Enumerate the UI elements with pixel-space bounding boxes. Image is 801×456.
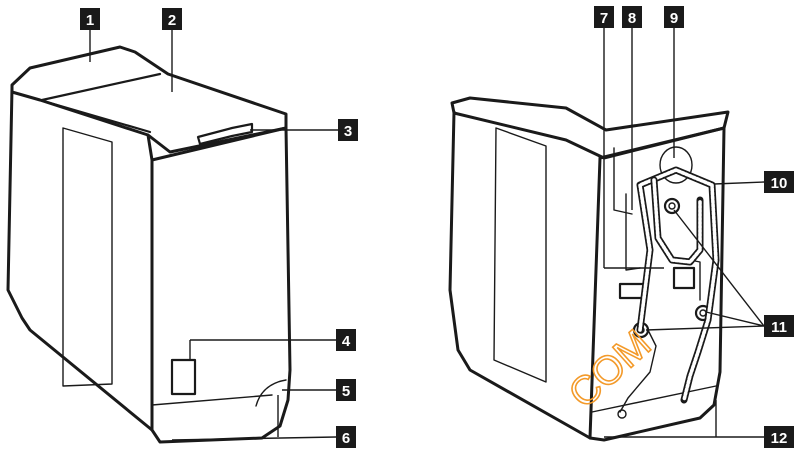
plinth-line xyxy=(151,394,273,406)
callout-5: 5 xyxy=(336,379,356,401)
inlet-hose xyxy=(650,176,704,266)
cable-plug xyxy=(617,409,627,419)
callout-7: 7 xyxy=(594,6,614,28)
rear-side-recess xyxy=(493,127,547,383)
transit-slot-right xyxy=(672,266,696,290)
callout-label-11: 11 xyxy=(771,319,787,336)
front-panel xyxy=(150,126,292,444)
callout-10: 10 xyxy=(764,171,794,193)
callout-label-1: 1 xyxy=(86,12,94,29)
bolt-hole-top xyxy=(663,197,681,215)
side-panel xyxy=(6,86,154,432)
callout-9: 9 xyxy=(664,6,684,28)
callout-1: 1 xyxy=(80,8,100,30)
callout-label-5: 5 xyxy=(342,383,350,400)
top-surface xyxy=(10,45,288,154)
callout-label-7: 7 xyxy=(600,10,608,27)
rear-top-surface xyxy=(450,96,730,160)
transit-slot-left xyxy=(618,282,646,300)
rear-mount-left xyxy=(625,193,641,271)
callout-label-9: 9 xyxy=(670,10,678,27)
rear-bracket xyxy=(613,147,633,215)
lid-handle xyxy=(196,122,254,146)
callout-label-8: 8 xyxy=(628,10,636,27)
side-panel-recess xyxy=(62,127,113,387)
service-flap xyxy=(170,358,197,396)
callout-4: 4 xyxy=(336,329,356,351)
callout-label-6: 6 xyxy=(342,430,350,447)
callout-3: 3 xyxy=(338,119,358,141)
leader-lines xyxy=(89,28,765,441)
callout-label-4: 4 xyxy=(342,333,351,350)
callout-label-3: 3 xyxy=(344,123,352,140)
callout-label-10: 10 xyxy=(771,175,788,192)
callout-6: 6 xyxy=(336,426,356,448)
rear-side-panel xyxy=(448,110,602,440)
lid-front-edge xyxy=(40,72,162,102)
callout-2: 2 xyxy=(162,8,182,30)
callout-11: 11 xyxy=(764,315,794,337)
callout-label-12: 12 xyxy=(771,430,788,447)
front-foot xyxy=(255,379,287,407)
rear-plinth-line xyxy=(591,385,717,413)
lid-side-edge xyxy=(38,98,152,134)
power-cable xyxy=(619,329,657,413)
back-panel xyxy=(588,126,726,442)
callout-label-2: 2 xyxy=(168,12,176,29)
callout-12: 12 xyxy=(764,426,794,448)
rear-vent xyxy=(659,146,693,184)
callout-8: 8 xyxy=(622,6,642,28)
front-view-machine xyxy=(6,45,292,444)
